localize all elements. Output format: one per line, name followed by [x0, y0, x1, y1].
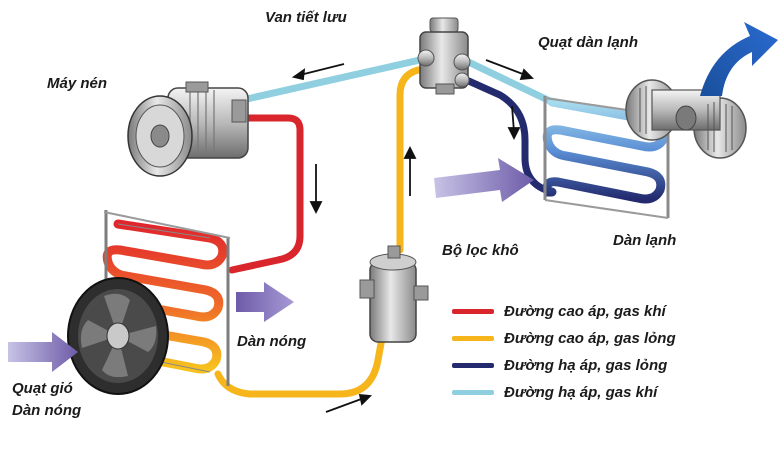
flow-arrows	[291, 59, 534, 413]
evaporator-coil	[542, 96, 670, 219]
legend-item: Đường hạ áp, gas khí	[452, 379, 772, 406]
legend-label: Đường hạ áp, gas khí	[504, 384, 658, 401]
receiver-drier	[359, 245, 429, 343]
pipe-low-pressure-liquid	[458, 74, 556, 196]
air-in-arrow	[8, 332, 78, 372]
condenser-fan	[67, 277, 169, 395]
pipe-low-pressure-gas-evap	[456, 54, 556, 106]
evaporator-air-in-arrow	[434, 158, 534, 202]
legend-item: Đường cao áp, gas khí	[452, 298, 772, 325]
evaporator-fan-label: Quạt dàn lạnh	[538, 34, 639, 51]
legend-swatch-high-liquid	[452, 336, 494, 341]
legend-swatch-high-gas	[452, 309, 494, 314]
expansion-valve-label: Van tiết lưu	[265, 9, 347, 26]
compressor-label: Máy nén	[47, 75, 108, 92]
legend-swatch-low-gas	[452, 390, 494, 395]
condenser-label: Dàn nóng	[237, 333, 307, 350]
legend-label: Đường cao áp, gas khí	[504, 303, 666, 320]
cold-air-arrow	[700, 22, 778, 96]
evaporator-blower	[625, 79, 747, 159]
evaporator-label: Dàn lạnh	[613, 232, 677, 249]
pipe-high-pressure-liquid	[214, 334, 386, 398]
legend-item: Đường hạ áp, gas lỏng	[452, 352, 772, 379]
legend-swatch-low-liquid	[452, 363, 494, 368]
legend-label: Đường cao áp, gas lỏng	[504, 330, 676, 347]
legend-item: Đường cao áp, gas lỏng	[452, 325, 772, 352]
condenser-fan-label-line2: Dàn nóng	[12, 402, 82, 419]
hot-air-out-arrow	[236, 282, 294, 322]
receiver-drier-label: Bộ lọc khô	[442, 242, 519, 259]
pipe-high-pressure-gas	[228, 114, 304, 274]
compressor	[127, 81, 249, 177]
legend: Đường cao áp, gas khí Đường cao áp, gas …	[452, 298, 772, 406]
condenser-fan-label-line1: Quạt gió	[12, 380, 73, 397]
expansion-valve	[417, 17, 471, 95]
pipe-high-pressure-liquid-up	[396, 66, 422, 254]
legend-label: Đường hạ áp, gas lỏng	[504, 357, 668, 374]
